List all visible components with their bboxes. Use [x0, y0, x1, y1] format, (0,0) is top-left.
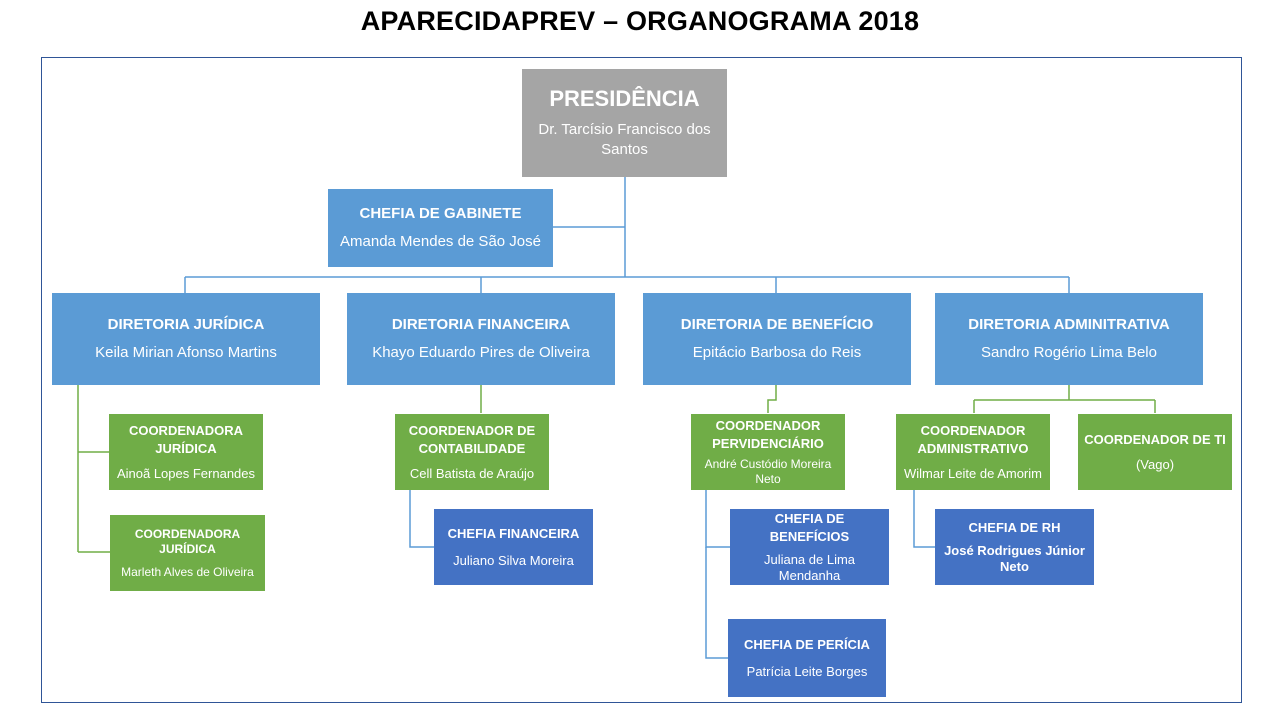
diretoria-financeira-title: DIRETORIA FINANCEIRA	[391, 315, 571, 333]
coordenadora-juridica-1-box: COORDENADORA JURÍDICA Ainoã Lopes Fernan…	[109, 414, 263, 490]
chefia-gabinete-name: Amanda Mendes de São José	[340, 232, 541, 250]
presidencia-box: PRESIDÊNCIA Dr. Tarcísio Francisco dos S…	[522, 69, 727, 177]
diretoria-administrativa-name: Sandro Rogério Lima Belo	[981, 343, 1157, 361]
diretoria-juridica-title: DIRETORIA JURÍDICA	[107, 315, 265, 333]
diretoria-financeira-name: Khayo Eduardo Pires de Oliveira	[372, 343, 590, 361]
chart-frame	[41, 57, 1242, 703]
chefia-beneficios-name: Juliana de Lima Mendanha	[763, 552, 856, 583]
coordenadora-juridica-1-name: Ainoã Lopes Fernandes	[116, 466, 256, 481]
connector-coord-previdenciario	[767, 385, 777, 413]
coordenador-previdenciario-box: COORDENADOR PERVIDENCIÁRIO André Custódi…	[691, 414, 845, 490]
chefia-rh-name: José Rodrigues Júnior Neto	[944, 543, 1085, 574]
diretoria-beneficio-box: DIRETORIA DE BENEFÍCIO Epitácio Barbosa …	[643, 293, 911, 385]
chefia-rh-title: CHEFIA DE RH	[968, 520, 1061, 535]
diretoria-beneficio-name: Epitácio Barbosa do Reis	[692, 343, 862, 361]
diretoria-juridica-name: Keila Mirian Afonso Martins	[95, 343, 277, 361]
chefia-financeira-title: CHEFIA FINANCEIRA	[447, 526, 580, 541]
diretoria-administrativa-box: DIRETORIA ADMINITRATIVA Sandro Rogério L…	[935, 293, 1203, 385]
coordenadora-juridica-2-box: COORDENADORA JURÍDICA Marleth Alves de O…	[110, 515, 265, 591]
coordenadora-juridica-1-title: COORDENADORA JURÍDICA	[128, 423, 244, 456]
page-title: APARECIDAPREV – ORGANOGRAMA 2018	[360, 6, 920, 36]
diretoria-financeira-box: DIRETORIA FINANCEIRA Khayo Eduardo Pires…	[347, 293, 615, 385]
diretoria-juridica-box: DIRETORIA JURÍDICA Keila Mirian Afonso M…	[52, 293, 320, 385]
coordenadora-juridica-2-title: COORDENADORA JURÍDICA	[134, 526, 241, 556]
chefia-pericia-name: Patrícia Leite Borges	[746, 664, 868, 679]
presidencia-title: PRESIDÊNCIA	[549, 86, 700, 111]
diretoria-administrativa-title: DIRETORIA ADMINITRATIVA	[968, 315, 1170, 333]
coordenador-ti-box: COORDENADOR DE TI (Vago)	[1078, 414, 1232, 490]
chefia-pericia-title: CHEFIA DE PERÍCIA	[744, 637, 870, 652]
chefia-gabinete-title: CHEFIA DE GABINETE	[359, 204, 522, 222]
coordenador-administrativo-title: COORDENADOR ADMINISTRATIVO	[917, 423, 1029, 456]
connector-chefia-financeira	[409, 490, 434, 548]
chefia-beneficios-box: CHEFIA DE BENEFÍCIOS Juliana de Lima Men…	[730, 509, 889, 585]
coordenador-contabilidade-box: COORDENADOR DE CONTABILIDADE Cell Batist…	[395, 414, 549, 490]
connector-chefia-rh	[913, 490, 935, 548]
presidencia-name: Dr. Tarcísio Francisco dos Santos	[538, 121, 711, 158]
chefia-beneficios-title: CHEFIA DE BENEFÍCIOS	[769, 511, 850, 544]
coordenador-administrativo-box: COORDENADOR ADMINISTRATIVO Wilmar Leite …	[896, 414, 1050, 490]
coordenador-ti-name: (Vago)	[1135, 457, 1175, 472]
chefia-financeira-name: Juliano Silva Moreira	[453, 553, 574, 568]
chefia-gabinete-box: CHEFIA DE GABINETE Amanda Mendes de São …	[328, 189, 553, 267]
chefia-financeira-box: CHEFIA FINANCEIRA Juliano Silva Moreira	[434, 509, 593, 585]
diretoria-beneficio-title: DIRETORIA DE BENEFÍCIO	[680, 315, 874, 333]
connector-chefia-beneficios	[705, 490, 730, 548]
coordenador-administrativo-name: Wilmar Leite de Amorim	[904, 466, 1042, 481]
chefia-rh-box: CHEFIA DE RH José Rodrigues Júnior Neto	[935, 509, 1094, 585]
chefia-pericia-box: CHEFIA DE PERÍCIA Patrícia Leite Borges	[728, 619, 886, 697]
connector-chefia-pericia	[705, 547, 728, 659]
coordenadora-juridica-2-name: Marleth Alves de Oliveira	[121, 564, 254, 579]
coordenador-contabilidade-title: COORDENADOR DE CONTABILIDADE	[408, 423, 536, 456]
coordenador-contabilidade-name: Cell Batista de Araújo	[409, 466, 535, 481]
coordenador-previdenciario-title: COORDENADOR PERVIDENCIÁRIO	[712, 418, 824, 451]
coordenador-previdenciario-name: André Custódio Moreira Neto	[704, 457, 832, 486]
coordenador-ti-title: COORDENADOR DE TI	[1084, 432, 1226, 447]
